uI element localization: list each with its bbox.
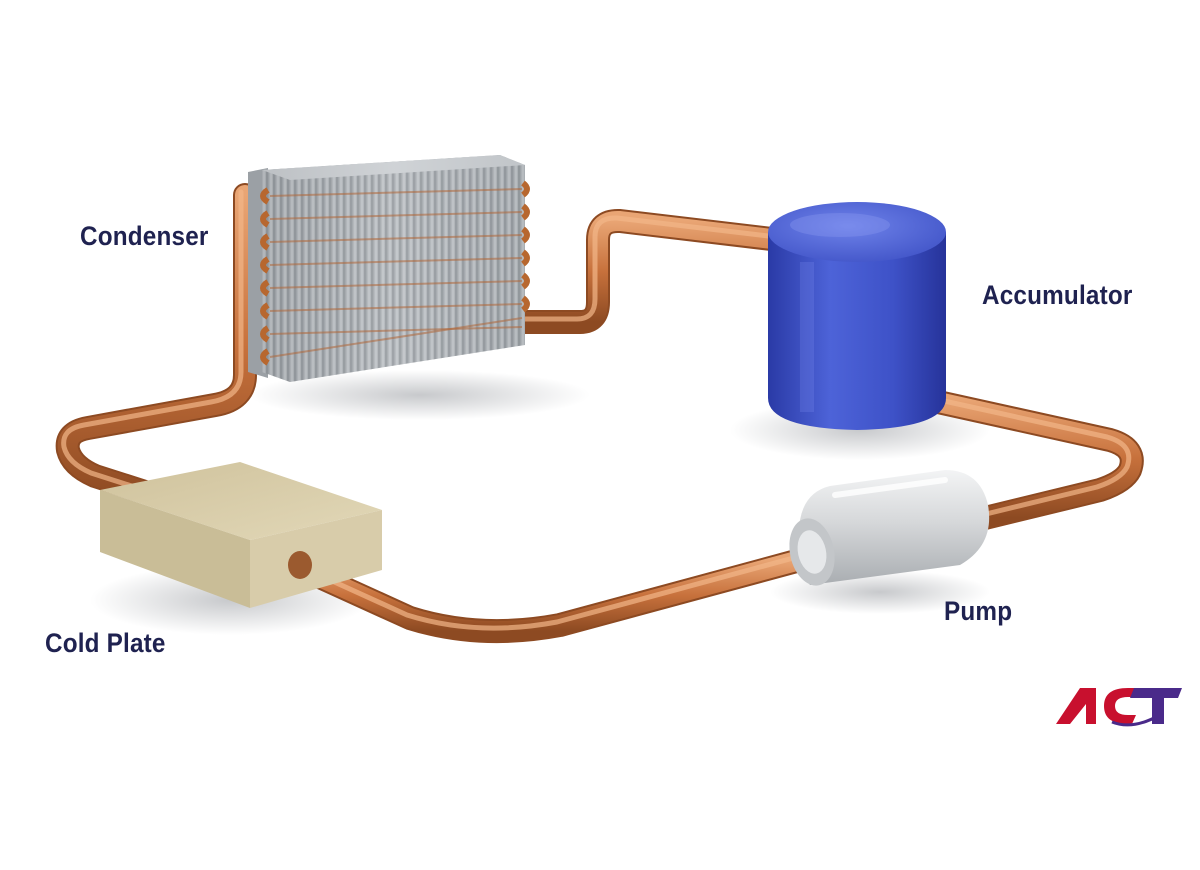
- condenser-label: Condenser: [80, 221, 209, 251]
- condenser-tube-rows: [269, 188, 523, 358]
- copper-pipe: [55, 183, 1144, 644]
- accumulator: [768, 202, 946, 430]
- cold-plate-label: Cold Plate: [45, 628, 166, 658]
- pump-label: Pump: [944, 596, 1013, 626]
- act-logo: [1052, 684, 1186, 728]
- cold-plate: [100, 462, 382, 608]
- condenser-tube-returns: [260, 180, 530, 366]
- accumulator-label: Accumulator: [982, 280, 1133, 310]
- pump: [789, 470, 990, 586]
- condenser: [248, 155, 530, 382]
